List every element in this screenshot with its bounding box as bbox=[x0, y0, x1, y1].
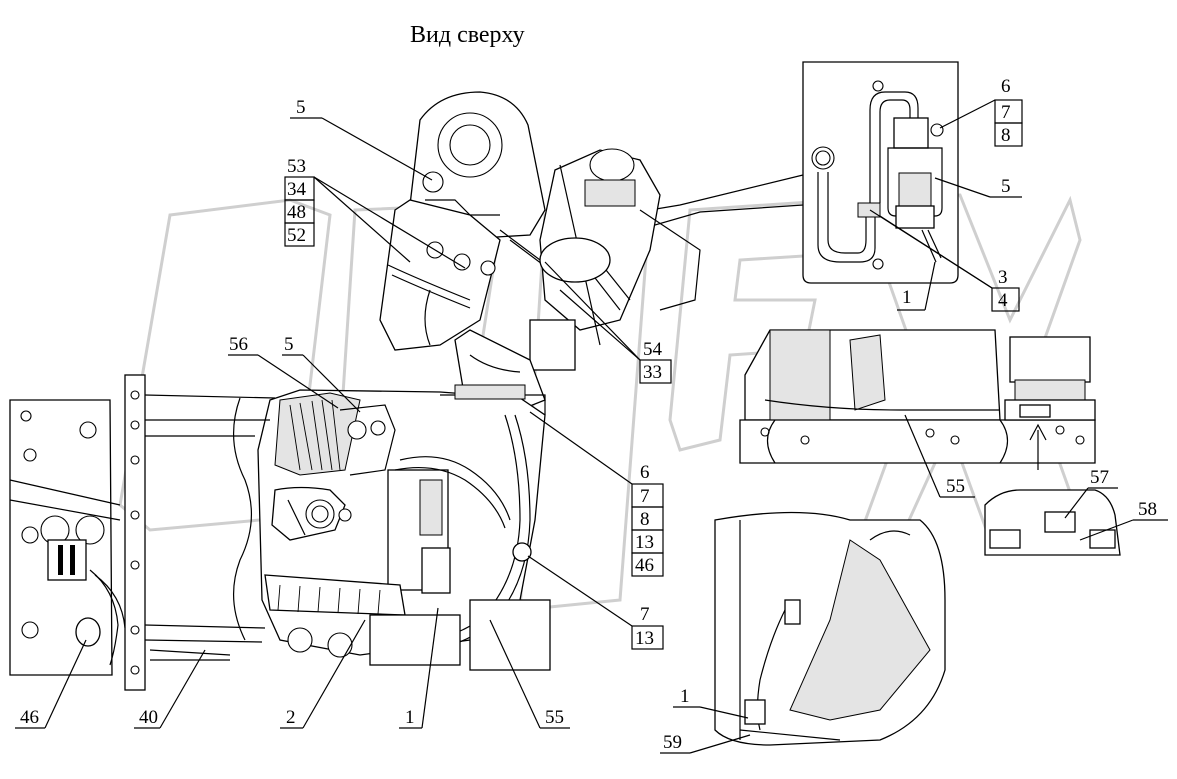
label-4-inset: 4 bbox=[998, 290, 1008, 311]
label-55-right: 55 bbox=[946, 476, 965, 497]
label-7-low: 7 bbox=[640, 604, 650, 625]
label-54: 54 bbox=[643, 339, 663, 360]
label-8-inset: 8 bbox=[1001, 125, 1011, 146]
label-59: 59 bbox=[663, 732, 682, 753]
label-57: 57 bbox=[1090, 467, 1109, 488]
label-40: 40 bbox=[139, 707, 158, 728]
label-1-detail: 1 bbox=[680, 686, 690, 707]
label-13-low: 13 bbox=[635, 628, 654, 649]
label-58: 58 bbox=[1138, 499, 1157, 520]
frame-rails bbox=[9, 374, 276, 691]
label-3-inset: 3 bbox=[998, 267, 1008, 288]
callouts-main: 5 53 34 48 52 56 5 54 33 6 7 8 13 46 7 bbox=[15, 97, 1168, 754]
label-1-inset: 1 bbox=[902, 287, 912, 308]
label-52: 52 bbox=[287, 225, 306, 246]
label-53: 53 bbox=[287, 156, 306, 177]
label-55-bottom: 55 bbox=[545, 707, 564, 728]
callouts-inset: 6 7 8 5 3 4 1 bbox=[869, 76, 1023, 312]
label-48: 48 bbox=[287, 202, 306, 223]
label-6-inset: 6 bbox=[1001, 76, 1011, 97]
label-5-mid: 5 bbox=[284, 334, 294, 355]
label-13-main: 13 bbox=[635, 532, 654, 553]
view-title: Вид сверху bbox=[410, 22, 525, 48]
engine-assembly bbox=[257, 91, 701, 671]
label-33: 33 bbox=[643, 362, 662, 383]
label-5-top: 5 bbox=[296, 97, 306, 118]
label-46-main: 46 bbox=[635, 555, 654, 576]
label-7-main: 7 bbox=[640, 486, 650, 507]
inset-top-right bbox=[559, 61, 959, 284]
label-8-main: 8 bbox=[640, 509, 650, 530]
label-56: 56 bbox=[229, 334, 248, 355]
label-34: 34 bbox=[287, 179, 307, 200]
label-5-inset: 5 bbox=[1001, 176, 1011, 197]
label-6-main: 6 bbox=[640, 462, 650, 483]
label-7-inset: 7 bbox=[1001, 102, 1011, 123]
right-frame-detail bbox=[739, 329, 1121, 556]
label-46-bottom: 46 bbox=[20, 707, 39, 728]
label-1-bottom: 1 bbox=[405, 707, 415, 728]
bottom-right-detail bbox=[714, 511, 946, 746]
label-2: 2 bbox=[286, 707, 296, 728]
